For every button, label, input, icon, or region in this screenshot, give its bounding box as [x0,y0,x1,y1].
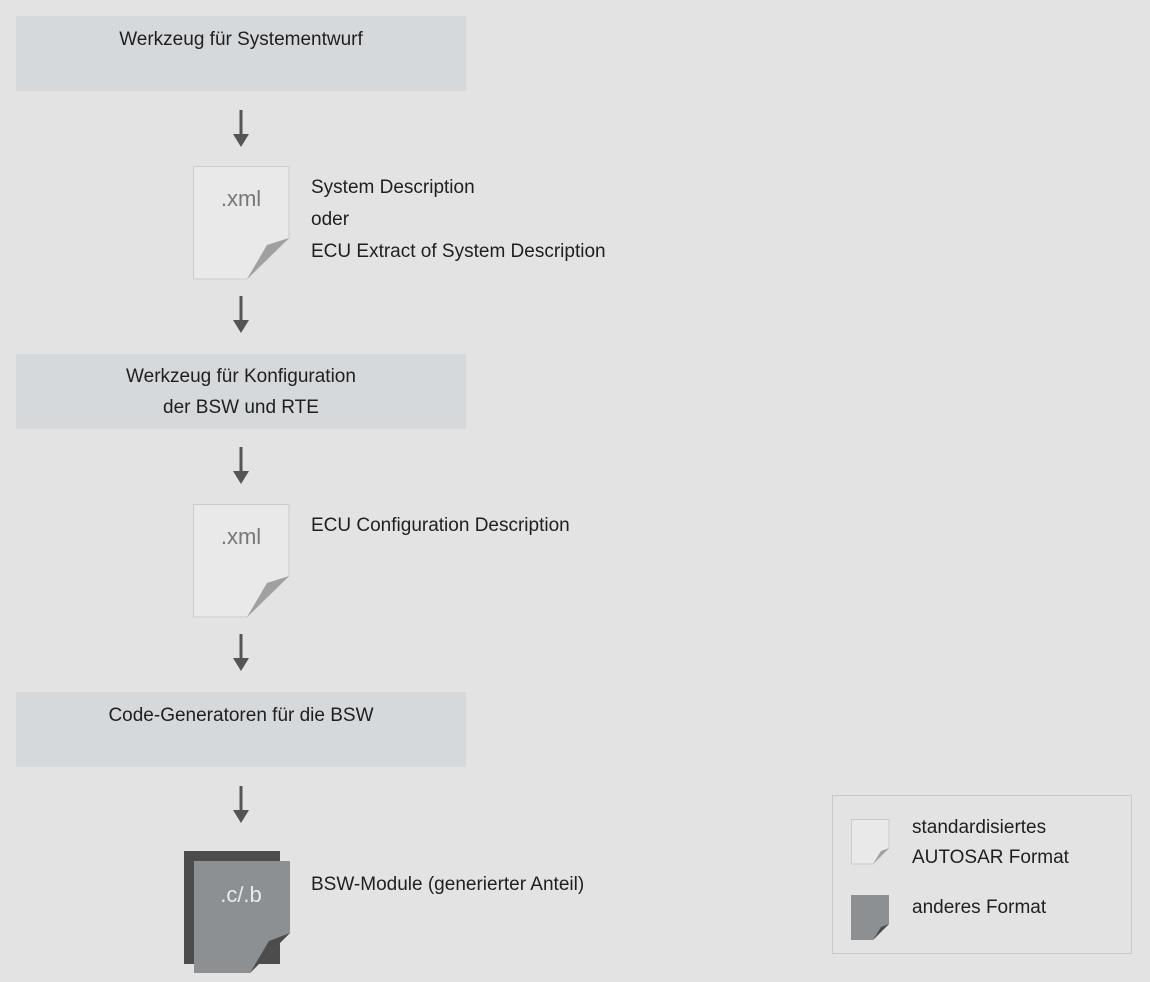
system-description-document: .xml [193,166,290,280]
description-line: ECU Configuration Description [311,515,570,536]
bsw-modules-text: BSW-Module (generierter Anteil) [311,869,584,901]
bsw-modules-document: .c/.b [183,851,291,975]
legend-line: standardisiertes [912,817,1047,838]
legend-line: AUTOSAR Format [912,847,1069,868]
code-generators-box: Code-Generatoren für die BSW [16,692,466,767]
system-description-text: System Description oder ECU Extract of S… [311,172,606,268]
system-design-tool-label: Werkzeug für Systementwurf [119,29,363,50]
configuration-tool-label: der BSW und RTE [163,397,319,418]
legend-line: anderes Format [912,897,1047,918]
xml-document-icon [193,504,290,618]
flow-arrow-2 [233,296,249,333]
description-line: oder [311,209,350,230]
legend: standardisiertes AUTOSAR Format anderes … [832,795,1132,954]
configuration-tool-label: Werkzeug für Konfiguration [126,366,356,387]
code-generators-label: Code-Generatoren für die BSW [108,705,374,726]
configuration-tool-box: Werkzeug für Konfiguration der BSW und R… [16,354,466,429]
generated-code-document-icon [184,851,290,973]
description-line: BSW-Module (generierter Anteil) [311,874,585,895]
document-format-label: .xml [220,186,262,211]
flow-arrow-5 [233,786,249,823]
flow-arrow-1 [233,110,249,147]
flow-arrow-4 [233,634,249,671]
document-format-label: .c/.b [220,882,262,907]
other-format-icon [851,895,889,940]
description-line: ECU Extract of System Description [311,241,606,262]
other-format-label: anderes Format [912,893,1046,923]
standard-format-icon [851,819,890,865]
description-line: System Description [311,177,475,198]
flow-arrow-3 [233,447,249,484]
ecu-configuration-document: .xml [193,504,290,618]
document-format-label: .xml [220,524,262,549]
standard-format-label: standardisiertes AUTOSAR Format [912,813,1069,873]
ecu-configuration-text: ECU Configuration Description [311,510,570,542]
xml-document-icon [193,166,290,280]
system-design-tool-box: Werkzeug für Systementwurf [16,16,466,91]
